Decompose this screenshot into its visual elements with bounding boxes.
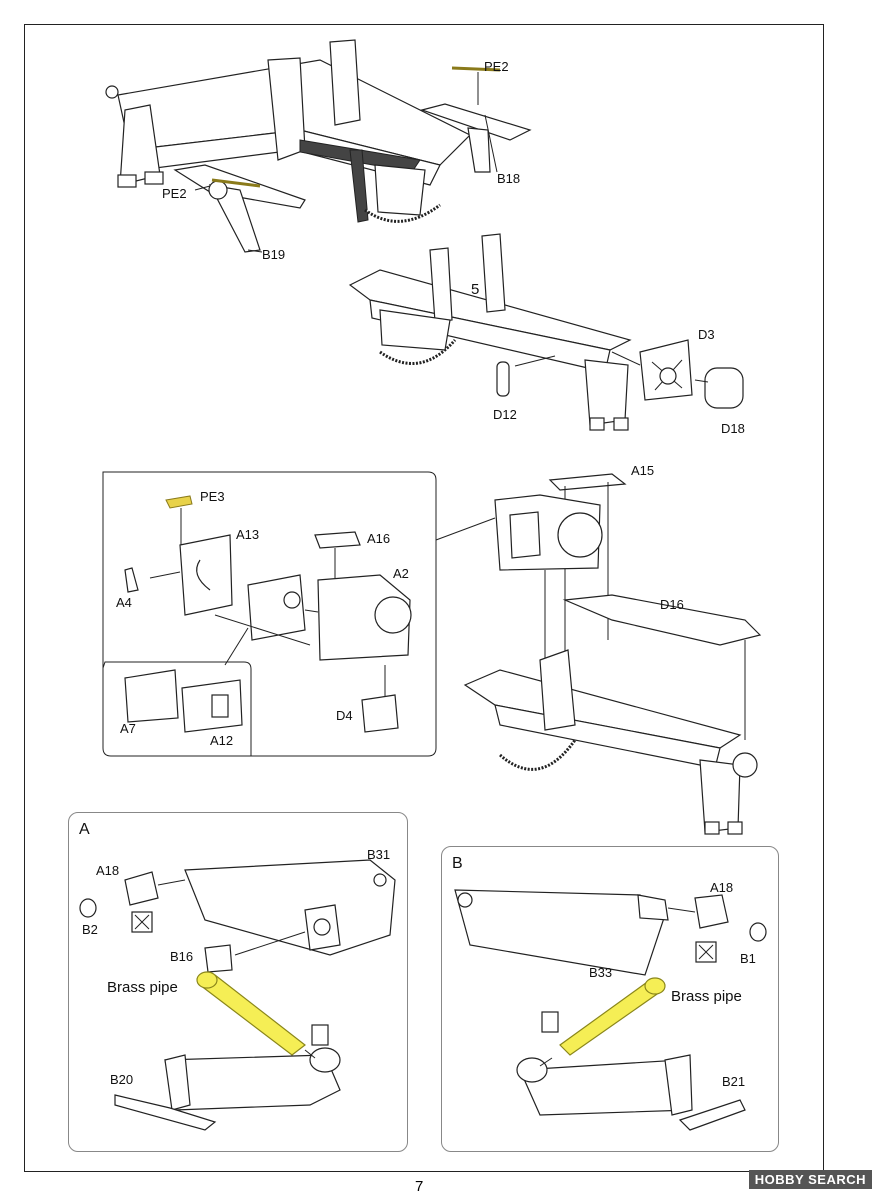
label-pe2-left: PE2 [162,186,187,201]
page-number: 7 [415,1178,424,1195]
panel-b-drawing [454,889,767,1131]
label-b21: B21 [722,1074,746,1089]
label-a18-panel-b: A18 [710,880,734,895]
turret-subassembly-drawing [124,495,412,733]
subassembly-inset-outline [102,661,252,756]
subassembly-panel-outline [102,471,437,757]
right-main-assembly-drawing [463,473,762,835]
label-a7: A7 [120,721,136,736]
label-b31: B31 [367,847,391,862]
label-a18-panel-a: A18 [96,863,120,878]
label-a15: A15 [631,463,655,478]
label-d16: D16 [660,597,684,612]
label-b20: B20 [110,1072,134,1087]
panel-a: A [68,812,408,1152]
label-d3: D3 [698,327,715,342]
label-brass-pipe-a: Brass pipe [107,979,178,996]
label-d4: D4 [336,708,353,723]
label-b16: B16 [170,949,194,964]
panel-a-title: A [79,821,90,838]
label-d12: D12 [493,407,517,422]
label-b2: B2 [82,922,98,937]
top-cradle-drawing [105,39,532,253]
label-b18: B18 [497,171,521,186]
label-a12: A12 [210,733,234,748]
label-d18: D18 [721,421,745,436]
label-b1: B1 [740,951,756,966]
label-brass-pipe-b: Brass pipe [671,988,742,1005]
step5-drawing [348,233,744,431]
watermark-logo: HOBBY SEARCH [748,1170,872,1189]
label-b19: B19 [262,247,286,262]
panel-b: B [441,846,779,1152]
label-b33: B33 [589,965,613,980]
label-a13: A13 [236,527,260,542]
panel-b-title: B [452,855,463,872]
panel-a-drawing [79,859,396,1131]
label-a4: A4 [116,595,132,610]
step-number: 5 [471,281,480,298]
label-a2: A2 [393,566,409,581]
label-pe2-top: PE2 [484,59,509,74]
page-frame [24,24,824,1172]
label-pe3: PE3 [200,489,225,504]
label-a16: A16 [367,531,391,546]
